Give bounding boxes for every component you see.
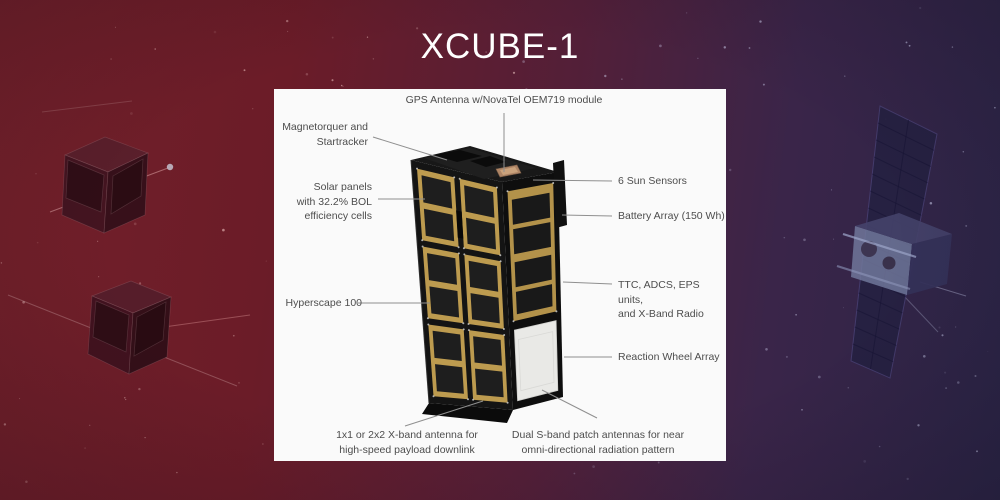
callout-line-sband <box>541 389 598 419</box>
callout-label-sun-sensors: 6 Sun Sensors <box>618 175 687 187</box>
callout-label-gps-antenna: GPS Antenna w/NovaTel OEM719 module <box>405 94 603 106</box>
satellite-diagram <box>358 113 613 427</box>
callout-line-sun-sensors <box>532 179 613 182</box>
callout-label-sband-antennas: Dual S-band patch antennas for near omni… <box>511 429 685 456</box>
callout-line-battery <box>561 214 613 217</box>
callout-line-xband <box>404 400 484 427</box>
callout-label-solar-panels: Solar panels with 32.2% BOL efficiency c… <box>296 181 372 222</box>
callout-line-ttc <box>562 281 613 285</box>
callout-label-ttc-units: TTC, ADCS, EPS units, and X-Band Radio <box>618 279 704 320</box>
callout-label-reaction-wheel: Reaction Wheel Array <box>618 351 720 363</box>
page-title: XCUBE-1 <box>420 27 580 66</box>
callout-line-magnetorquer <box>372 136 448 161</box>
callout-lines <box>358 113 613 427</box>
callout-label-battery-array: Battery Array (150 Wh) <box>618 210 725 222</box>
satellite-illustration <box>410 146 567 423</box>
callout-label-magnetorquer: Magnetorquer and Startracker <box>282 121 368 148</box>
callout-label-xband-antenna: 1x1 or 2x2 X-band antenna for high-speed… <box>336 429 478 456</box>
callout-label-hyperscape: Hyperscape 100 <box>285 297 362 309</box>
diagram-panel: GPS Antenna w/NovaTel OEM719 module Magn… <box>274 89 726 461</box>
